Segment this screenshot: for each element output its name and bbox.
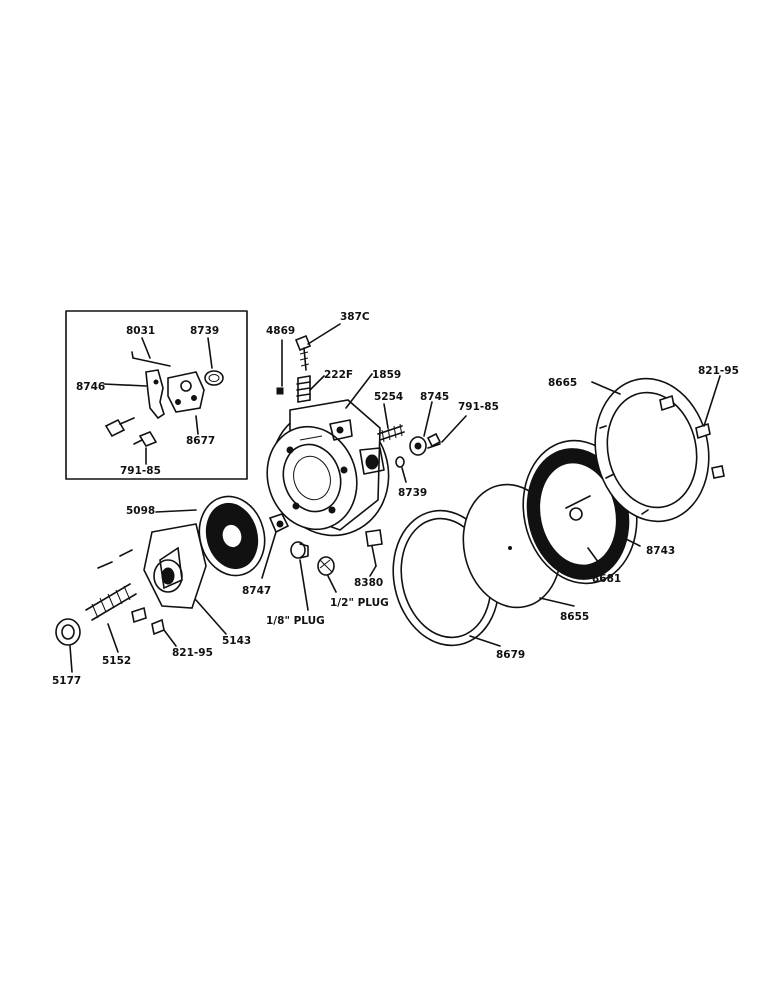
part-791-85-screw-inset-b <box>133 431 158 447</box>
part-791-85-screw-right <box>426 432 442 449</box>
part-5254-spring <box>377 423 405 443</box>
label-8677: 8677 <box>186 435 215 447</box>
label-791-85-inset: 791-85 <box>120 465 161 477</box>
part-8745-washer <box>409 436 427 456</box>
part-4869-ball <box>276 387 284 395</box>
label-387c: 387C <box>340 311 370 323</box>
label-8655: 8655 <box>560 611 589 623</box>
part-8677-bracket <box>167 371 205 413</box>
part-1859-pump-body <box>266 399 390 537</box>
part-8739-oring-inset <box>204 370 224 386</box>
label-5098: 5098 <box>126 505 155 517</box>
label-5177: 5177 <box>52 675 81 687</box>
part-8665-cover <box>594 377 710 523</box>
label-8745: 8745 <box>420 391 449 403</box>
part-1-8-plug <box>290 541 309 559</box>
label-8665: 8665 <box>548 377 577 389</box>
part-5152-spring <box>85 583 137 621</box>
label-4869: 4869 <box>266 325 295 337</box>
part-8746-lever <box>145 369 165 420</box>
part-8747-fitting <box>268 513 290 534</box>
part-1-2-plug <box>317 556 335 576</box>
label-791-85-right: 791-85 <box>458 401 499 413</box>
label-222f: 222F <box>324 369 353 381</box>
label-5152: 5152 <box>102 655 131 667</box>
label-1-8-plug: 1/8" PLUG <box>266 615 325 627</box>
label-8747: 8747 <box>242 585 271 597</box>
label-821-95-right: 821-95 <box>698 365 739 377</box>
label-5254: 5254 <box>374 391 403 403</box>
leader-lines <box>69 323 721 673</box>
label-8739-right: 8739 <box>398 487 427 499</box>
label-8031: 8031 <box>126 325 155 337</box>
part-821-95-screws-left <box>97 549 165 636</box>
label-5143: 5143 <box>222 635 251 647</box>
label-8739-inset: 8739 <box>190 325 219 337</box>
part-8031-pin <box>131 351 171 367</box>
part-8380-fitting <box>365 529 383 567</box>
label-8743: 8743 <box>646 545 675 557</box>
label-1-2-plug: 1/2" PLUG <box>330 597 389 609</box>
part-5143-cover <box>143 523 207 609</box>
part-8739-oring-right <box>395 456 405 468</box>
label-821-95-left: 821-95 <box>172 647 213 659</box>
part-821-95-screws-right <box>659 394 725 479</box>
inset-box <box>65 310 248 480</box>
label-8679: 8679 <box>496 649 525 661</box>
part-5098-gasket <box>198 495 266 577</box>
label-8380: 8380 <box>354 577 383 589</box>
label-1859: 1859 <box>372 369 401 381</box>
part-387c-screw <box>294 334 312 371</box>
label-8746: 8746 <box>76 381 105 393</box>
label-8681: 8681 <box>592 573 621 585</box>
part-5177-cap <box>55 618 81 646</box>
part-791-85-screw-inset-a <box>104 417 135 438</box>
part-222f-spring <box>296 375 311 403</box>
